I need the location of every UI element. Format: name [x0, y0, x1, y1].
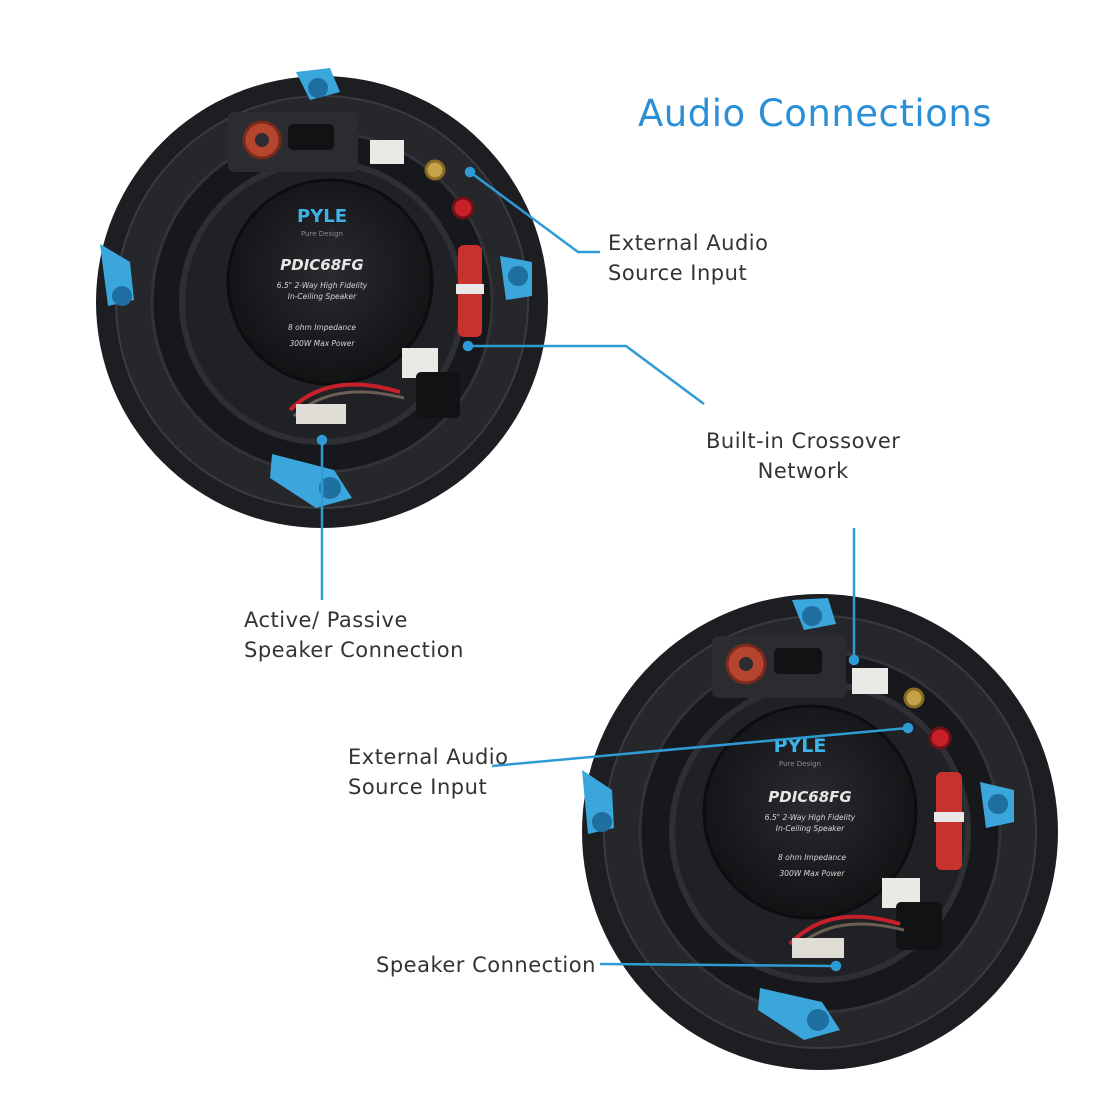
terminal-red [451, 196, 475, 220]
callout-external-bottom [491, 726, 909, 768]
capacitor-2 [416, 372, 460, 418]
callout-dot [464, 166, 476, 178]
badge-desc-2: In-Ceiling Speaker [288, 292, 357, 301]
terminal-gold [903, 687, 925, 709]
label-speaker-connection: Speaker Connection [376, 950, 596, 980]
clip-screw-top [308, 78, 328, 98]
label-line: Built-in Crossover [706, 429, 901, 453]
wire-terminal [296, 404, 346, 424]
label-line: Speaker Connection [244, 638, 464, 662]
clip-screw-left [112, 286, 132, 306]
badge-desc-1: 6.5" 2-Way High Fidelity [277, 281, 368, 290]
callout-lines [316, 166, 914, 972]
badge-tagline: Pure Design [301, 230, 343, 238]
component-label [370, 140, 404, 164]
callout-external-top [469, 170, 600, 254]
badge-model: PDIC68FG [280, 256, 363, 274]
badge-desc-1: 6.5" 2-Way High Fidelity [765, 813, 856, 822]
badge-power: 300W Max Power [780, 869, 846, 878]
inductor-core [255, 133, 269, 147]
capacitor [288, 124, 334, 150]
capacitor-2 [896, 902, 942, 950]
label-line: Active/ Passive [244, 608, 408, 632]
label-line: External Audio [348, 745, 509, 769]
label-line: Speaker Connection [376, 953, 596, 977]
wire-red [788, 914, 901, 946]
clip-screw-left [592, 812, 612, 832]
callout-crossover [468, 344, 705, 406]
clip-screw-bottom [319, 477, 341, 499]
clip-screw-top [802, 606, 822, 626]
callout-dot [830, 960, 842, 972]
badge-tagline: Pure Design [779, 760, 821, 768]
page-title: Audio Connections [638, 92, 993, 135]
wire-red [288, 382, 401, 412]
clip-screw-bottom [807, 1009, 829, 1031]
badge-brand: PYLE [774, 735, 827, 757]
badge-model: PDIC68FG [768, 788, 851, 806]
inductor-core [739, 657, 753, 671]
wire-terminal [792, 938, 844, 958]
clip-screw-right [988, 794, 1008, 814]
label-line: Network [757, 459, 849, 483]
capacitor [774, 648, 822, 674]
label-external-audio-top: External Audio Source Input [608, 228, 769, 288]
label-crossover-network: Built-in Crossover Network [706, 426, 900, 486]
badge-desc-2: In-Ceiling Speaker [776, 824, 845, 833]
label-line: External Audio [608, 231, 769, 255]
label-active-passive-connection: Active/ Passive Speaker Connection [244, 605, 464, 665]
label-external-audio-bottom: External Audio Source Input [348, 742, 509, 802]
resistor-band [934, 812, 964, 822]
speaker-top: PYLE Pure Design PDIC68FG 6.5" 2-Way Hig… [96, 68, 548, 528]
label-line: Source Input [608, 261, 748, 285]
callout-speaker-connection [599, 962, 837, 968]
callout-dot [902, 722, 914, 734]
badge-brand: PYLE [297, 206, 347, 227]
speaker-bottom: PYLE Pure Design PDIC68FG 6.5" 2-Way Hig… [582, 594, 1058, 1070]
magnet-cap [226, 178, 434, 386]
callout-dot [848, 654, 860, 666]
terminal-gold [424, 159, 446, 181]
magnet-cap [702, 704, 918, 920]
clip-screw-right [508, 266, 528, 286]
label-line: Source Input [348, 775, 488, 799]
badge-impedance: 8 ohm Impedance [288, 323, 356, 332]
callout-dot [316, 434, 328, 446]
component-label [852, 668, 888, 694]
resistor-band [456, 284, 484, 294]
callout-dot [462, 340, 474, 352]
badge-power: 300W Max Power [290, 339, 356, 348]
badge-impedance: 8 ohm Impedance [778, 853, 846, 862]
terminal-red [928, 726, 952, 750]
